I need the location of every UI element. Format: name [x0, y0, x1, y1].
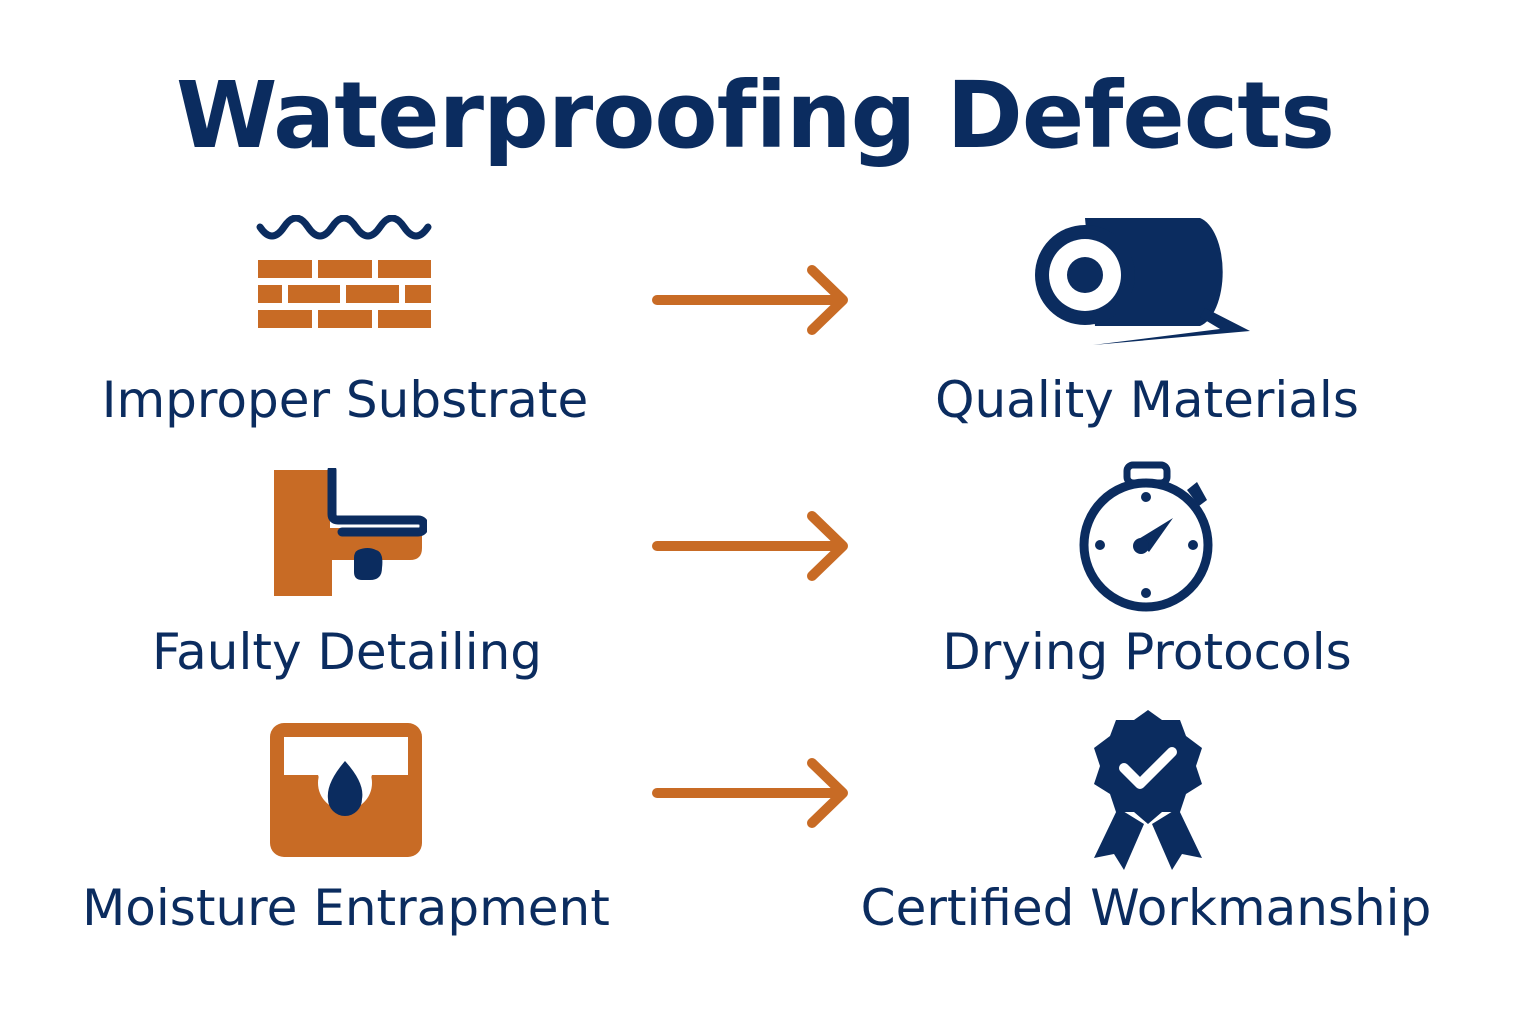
solution-label: Quality Materials	[935, 371, 1359, 429]
solution-label: Certified Workmanship	[860, 879, 1432, 937]
defect-label: Faulty Detailing	[151, 623, 543, 681]
brick-wall-water-icon	[256, 215, 432, 328]
page-title: Waterproofing Defects	[175, 62, 1335, 169]
arrow-right-icon	[652, 265, 848, 335]
solution-label: Drying Protocols	[942, 623, 1352, 681]
wall-joint-leak-icon	[274, 468, 427, 596]
defect-label: Moisture Entrapment	[82, 879, 610, 937]
membrane-roll-icon	[1035, 218, 1250, 345]
trapped-water-drop-icon	[270, 723, 422, 857]
certified-badge-icon	[1094, 710, 1202, 870]
stopwatch-icon	[1079, 461, 1213, 612]
arrow-right-icon	[652, 511, 848, 581]
arrow-right-icon	[652, 758, 848, 828]
defect-label: Improper Substrate	[101, 371, 589, 429]
